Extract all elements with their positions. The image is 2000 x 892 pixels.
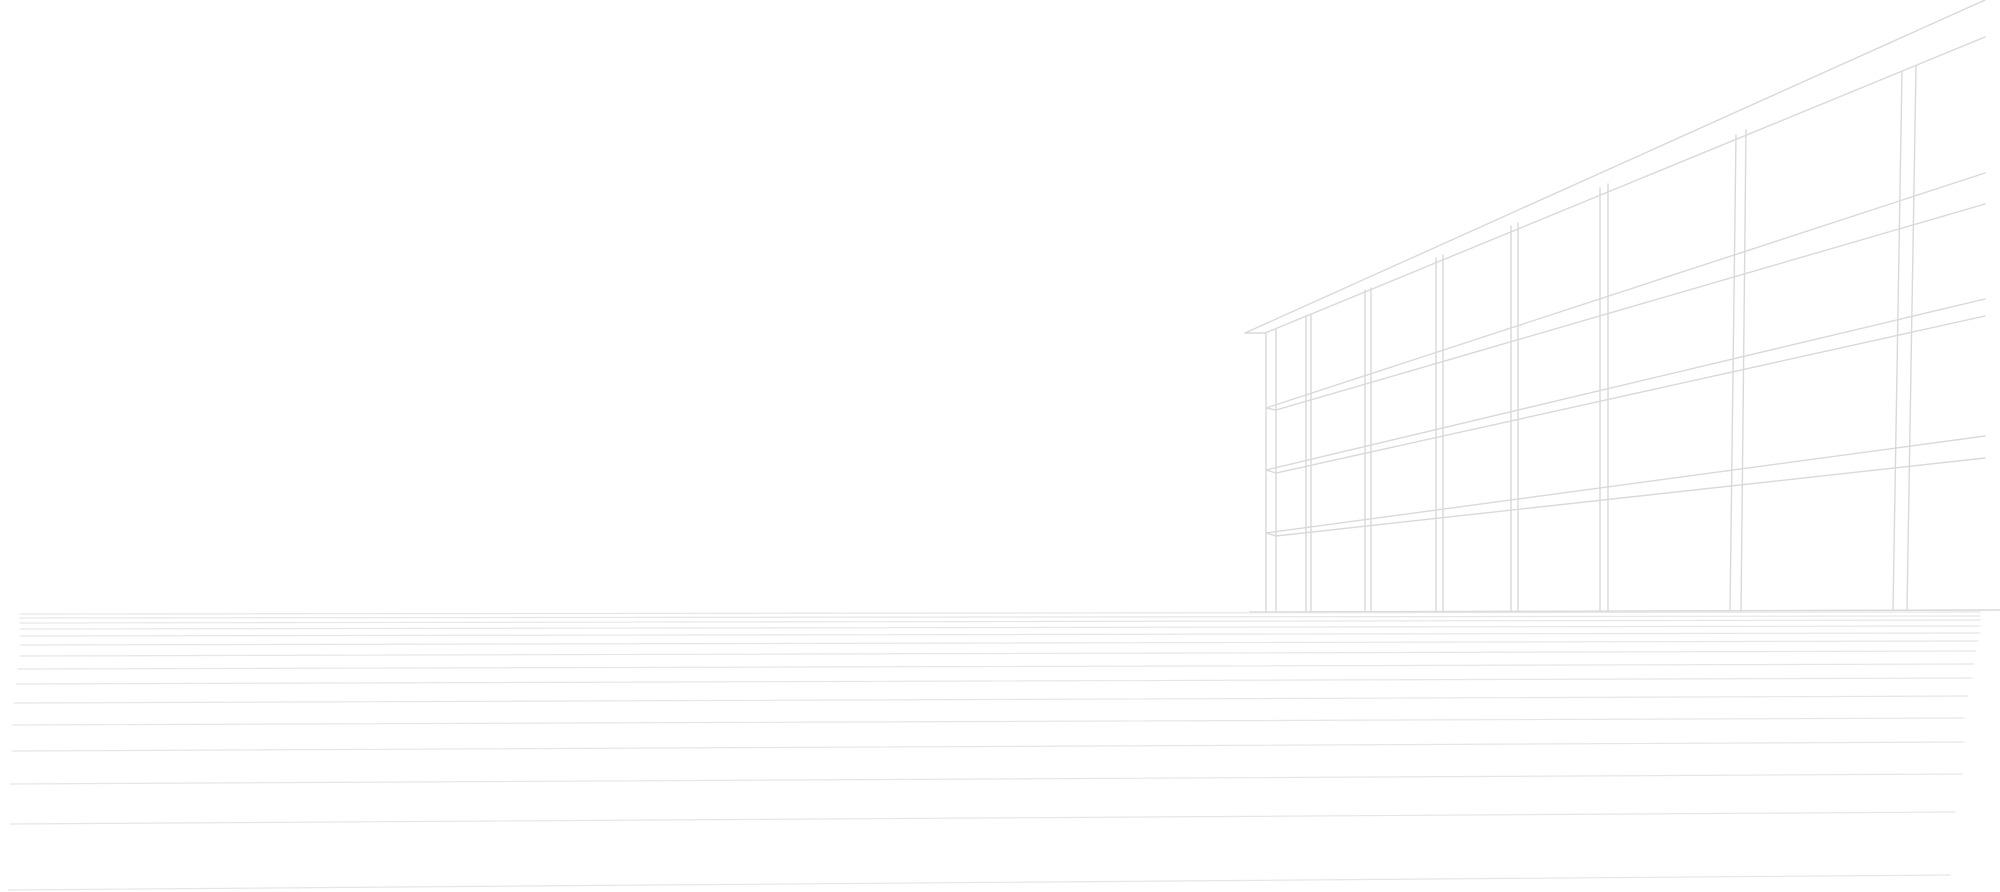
ground-line-14 [9, 811, 1956, 825]
ground-plane-lines [7, 611, 1981, 891]
ground-line-7 [19, 650, 1977, 657]
building-facade [1244, 0, 2000, 613]
ground-line-13 [9, 773, 1963, 785]
floor-slab-1-top [1265, 172, 1986, 409]
floor-slab-1-bottom [1265, 203, 1986, 411]
mullion-7b [1906, 65, 1917, 611]
ground-line-4 [19, 625, 1981, 630]
ground-line-3 [19, 619, 1981, 624]
ground-line-5 [19, 632, 1981, 637]
building-base-line [1249, 609, 2000, 613]
ground-line-12 [11, 741, 1965, 752]
ground-line-1 [19, 611, 1981, 615]
roof-edge-bottom [1244, 36, 1986, 334]
mullion-7a [1892, 70, 1903, 611]
ground-line-10 [13, 695, 1969, 704]
roof-edge-top [1244, 0, 1986, 334]
ground-line-15 [7, 874, 1951, 891]
ground-line-9 [15, 677, 1973, 685]
floor-slab-3-bottom [1265, 457, 1986, 537]
mullion-6b [1740, 129, 1747, 613]
floor-slab-2-top [1265, 298, 1986, 471]
ground-line-2 [19, 615, 1981, 619]
ground-line-6 [19, 640, 1979, 646]
floor-slab-3-top [1265, 435, 1986, 534]
floor-slab-2-bottom [1265, 315, 1986, 474]
ground-line-11 [11, 717, 1965, 726]
mullion-6a [1729, 134, 1737, 613]
ground-line-8 [17, 663, 1975, 670]
